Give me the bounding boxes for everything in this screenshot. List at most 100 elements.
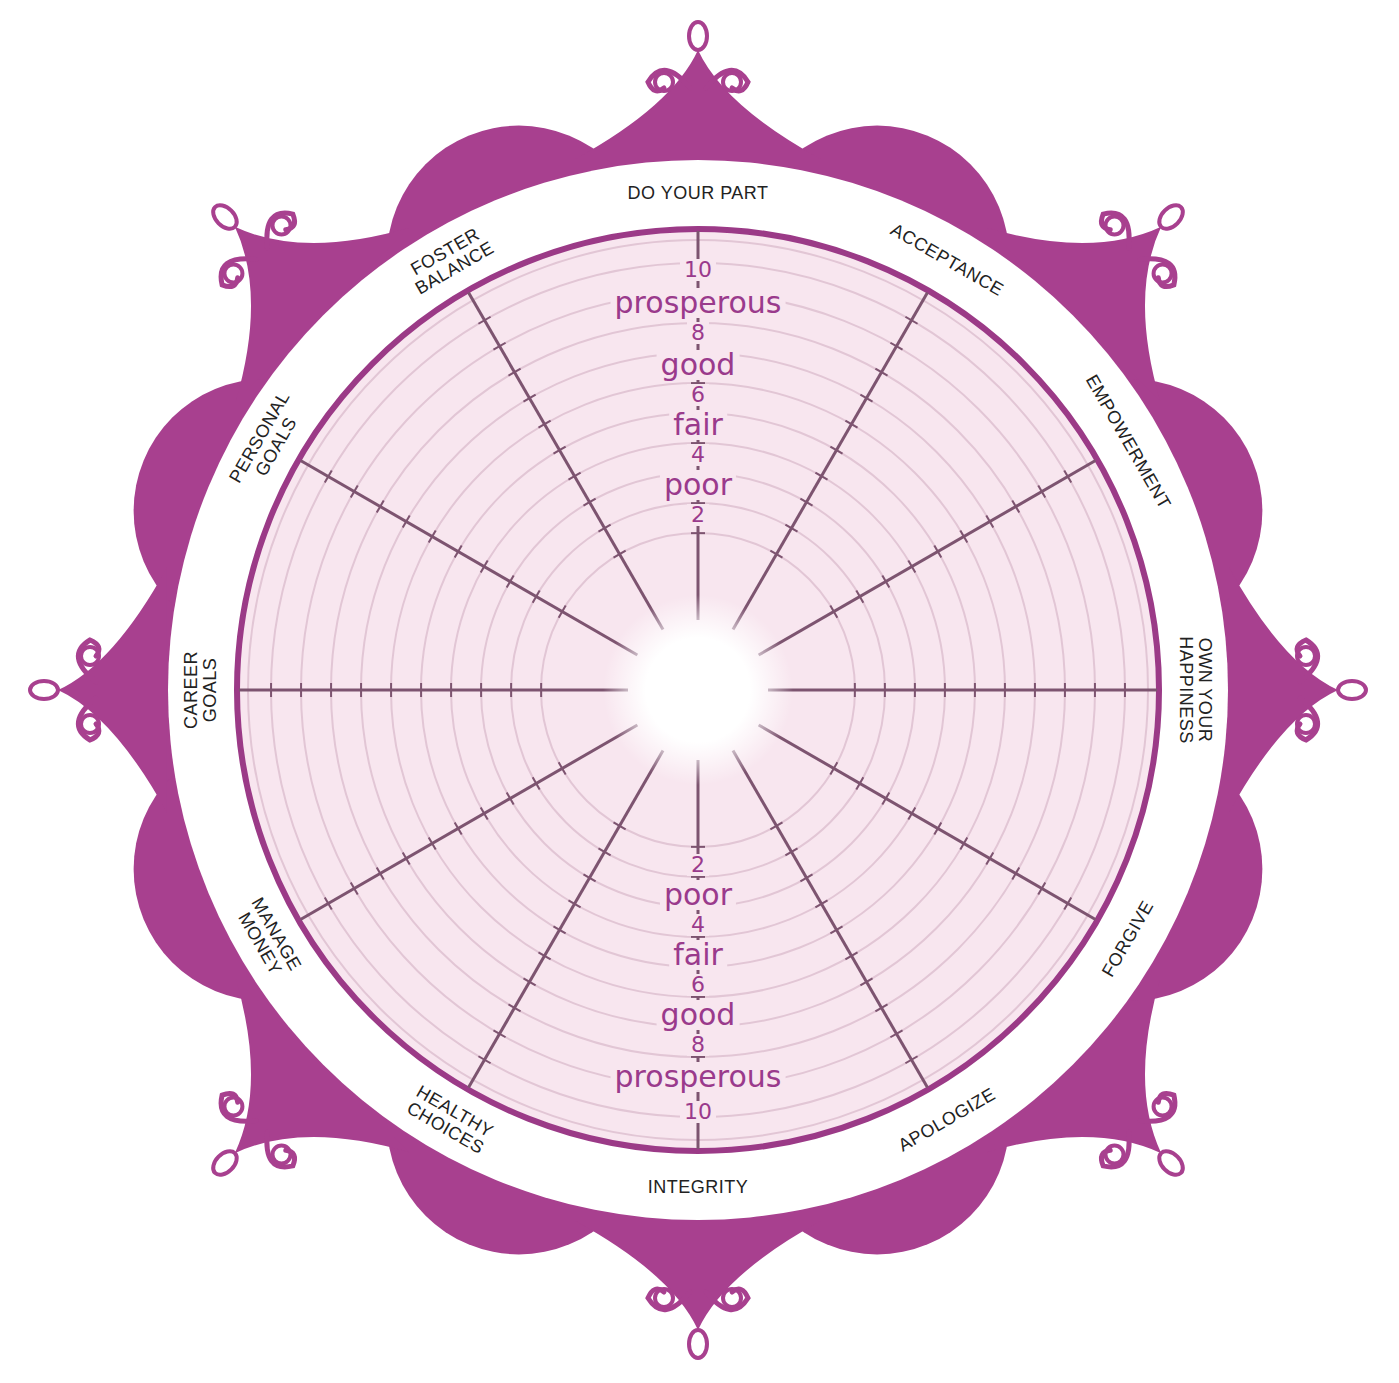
ring-label: MANAGE MONEY (224, 881, 312, 995)
tick-mark (1064, 897, 1071, 909)
tick-mark (403, 852, 410, 864)
flower-curl (221, 1093, 256, 1121)
flower-curl-loop (1154, 265, 1172, 283)
tick-mark (908, 560, 915, 572)
tick-mark (830, 447, 842, 454)
tick-mark (830, 762, 837, 774)
flower-curl (1297, 640, 1318, 682)
spoke (759, 725, 1096, 920)
tick-mark (944, 683, 946, 697)
flower-tip-loop (1155, 201, 1188, 234)
tick-mark (1034, 683, 1036, 697)
rating-ring (301, 293, 1095, 1087)
tick-mark (785, 848, 797, 855)
tick-mark (540, 683, 542, 697)
flower-tip-loop (689, 1330, 707, 1358)
tick-mark (508, 369, 520, 376)
tick-mark (507, 575, 514, 587)
scale-label: prosperous (611, 288, 786, 318)
tick-mark (553, 447, 565, 454)
scale-label: 2 (687, 854, 709, 876)
tick-mark (830, 606, 837, 618)
scale-label: 8 (687, 1034, 709, 1056)
tick-mark (508, 1004, 520, 1011)
flower-tip-loop (209, 201, 242, 234)
tick-mark (553, 926, 565, 933)
tick-mark (538, 421, 550, 428)
tick-mark (351, 485, 358, 497)
flower-curl-loop (723, 1289, 741, 1307)
tick-mark (403, 515, 410, 527)
spoke (733, 292, 928, 629)
tick-mark (815, 473, 827, 480)
tick-mark (559, 762, 566, 774)
flower-curl (1140, 259, 1175, 287)
spoke (300, 725, 637, 920)
tick-mark (1064, 470, 1071, 482)
tick-mark (908, 807, 915, 819)
ring-label: APOLOGIZE (895, 1085, 998, 1156)
tick-mark (614, 551, 626, 558)
flower-tip-loop (689, 22, 707, 50)
tick-mark (845, 952, 857, 959)
tick-mark (815, 900, 827, 907)
flower-curl (221, 259, 256, 287)
label-band (168, 160, 1228, 1220)
tick-mark (559, 606, 566, 618)
tick-mark (480, 683, 482, 697)
tick-mark (507, 792, 514, 804)
spoke (469, 751, 664, 1088)
ring-label: ACCEPTANCE (887, 220, 1006, 300)
flower-curl-loop (655, 73, 673, 91)
flower-curl-loop (81, 647, 99, 665)
flower-tip-loop (30, 681, 58, 699)
flower-curl (648, 70, 690, 91)
tick-mark (856, 591, 863, 603)
tick-mark (1038, 485, 1045, 497)
scale-label: 6 (687, 384, 709, 406)
flower-curl-loop (273, 216, 291, 234)
ring-label: HEALTHY CHOICES (392, 1077, 506, 1165)
tick-mark (478, 1056, 490, 1063)
tick-mark (974, 683, 976, 697)
scale-label: prosperous (611, 1062, 786, 1092)
tick-mark (882, 792, 889, 804)
spoke (239, 689, 628, 692)
tick-mark (270, 683, 272, 697)
tick-mark (770, 822, 782, 829)
tick-mark (890, 343, 902, 350)
tick-mark (538, 952, 550, 959)
scale-label: good (657, 350, 740, 380)
flower-curl-loop (655, 1289, 673, 1307)
tick-mark (351, 882, 358, 894)
flower-tip-loop (209, 1147, 242, 1180)
flower-curl (1297, 698, 1318, 740)
scale-label: poor (660, 880, 736, 910)
scale-label: 8 (687, 322, 709, 344)
tick-mark (325, 897, 332, 909)
tick-mark (691, 1056, 705, 1058)
center-glow (603, 595, 793, 785)
flower-tip-loop (1338, 681, 1366, 699)
flower-curl-loop (81, 715, 99, 733)
flower-curl (706, 70, 748, 91)
tick-mark (845, 421, 857, 428)
tick-mark (691, 996, 705, 998)
flower-spike (575, 1221, 820, 1330)
flower-curl (706, 1289, 748, 1310)
tick-mark (377, 867, 384, 879)
tick-mark (914, 683, 916, 697)
flower-curl (1101, 213, 1129, 248)
flower-tip-loop (1155, 1147, 1188, 1180)
ring-label: OWN YOUR HAPPINESS (1176, 630, 1214, 750)
ring-label: INTEGRITY (648, 1178, 749, 1197)
tick-mark (884, 683, 886, 697)
scale-label: 2 (687, 504, 709, 526)
ring-label: DO YOUR PART (627, 184, 768, 203)
flower-spike (58, 567, 167, 812)
tick-mark (691, 936, 705, 938)
scale-label: 10 (680, 259, 716, 281)
tick-mark (1064, 683, 1066, 697)
tick-mark (568, 900, 580, 907)
